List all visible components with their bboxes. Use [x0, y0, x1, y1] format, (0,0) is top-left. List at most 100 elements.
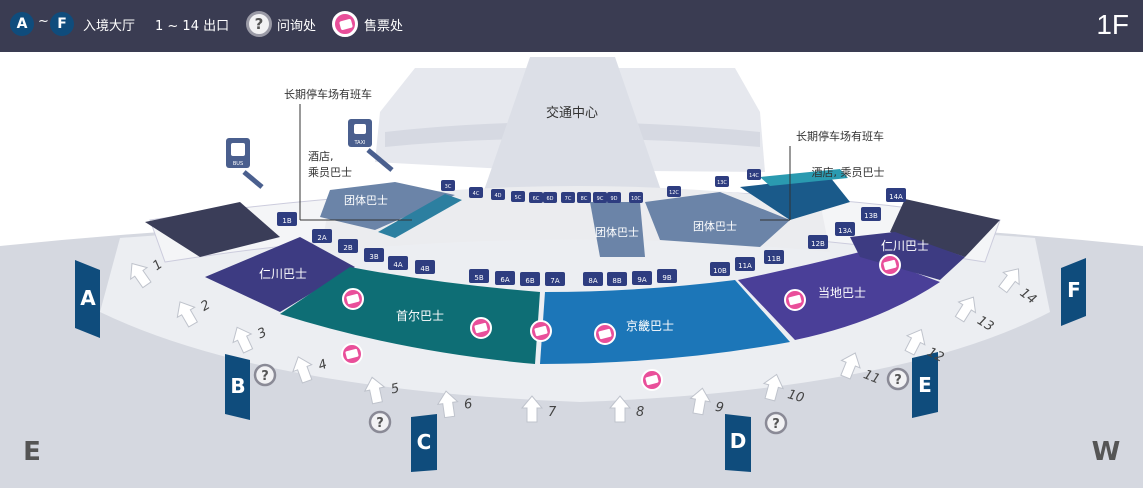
exit-number: 12 — [925, 345, 947, 366]
stop-13B: 13B — [861, 207, 881, 221]
group-bus-center-label: 团体巴士 — [595, 225, 639, 239]
stop-10C: 10C — [629, 192, 643, 203]
long-term-lane-right — [760, 169, 848, 186]
stop-6C: 6C — [529, 192, 543, 203]
exit-number: 13 — [974, 313, 996, 334]
ticket-office-icon — [594, 323, 616, 345]
arrival-hall-label: 入境大厅 — [83, 19, 136, 34]
group-bus-area-right — [645, 192, 790, 247]
stop-6D: 6D — [543, 192, 557, 203]
svg-text:2B: 2B — [343, 244, 352, 252]
stop-3B: 3B — [364, 248, 384, 262]
ticket-office-icon — [342, 288, 364, 310]
stop-11A: 11A — [735, 257, 755, 271]
exit-number: 5 — [390, 381, 401, 397]
svg-text:B: B — [230, 374, 245, 398]
floor-map-svg: 交通中心 仁川巴士 首尔巴士 京畿巴士 当地巴士 仁川巴士 团体巴士 团体 — [0, 57, 1143, 488]
gate-a: A — [75, 260, 100, 338]
navy-zone-left — [145, 202, 280, 257]
gate-to-badge: F — [50, 12, 74, 36]
exit-number: 6 — [463, 397, 473, 413]
hotel-shuttle-left-line2: 乘员巴士 — [308, 166, 352, 179]
ticket-office-label: 售票处 — [364, 19, 404, 34]
svg-text:8C: 8C — [581, 196, 588, 202]
svg-text:E: E — [918, 373, 932, 397]
svg-text:12C: 12C — [669, 190, 679, 196]
exit-number: 7 — [548, 405, 557, 420]
navy-zone-right — [890, 199, 1000, 257]
exit-13: 13 — [954, 296, 996, 335]
taxi-icon: TAXI — [348, 119, 372, 147]
stop-4D: 4D — [491, 189, 505, 200]
compass-west: W — [1092, 437, 1121, 467]
hotel-lane-right — [740, 177, 850, 220]
exit-number: 8 — [636, 405, 644, 420]
svg-text:6D: 6D — [546, 196, 553, 202]
seoul-bus-zone — [280, 267, 540, 364]
info-desk-icon: ? — [368, 410, 392, 434]
svg-text:13A: 13A — [838, 227, 852, 235]
svg-text:9C: 9C — [597, 196, 604, 202]
svg-text:?: ? — [261, 369, 269, 384]
ticket-office-icon — [341, 343, 363, 365]
svg-text:9D: 9D — [610, 196, 617, 202]
exit-11: 11 — [840, 352, 882, 387]
exit-8: 8 — [608, 395, 644, 423]
ticket-office-icon — [784, 289, 806, 311]
hotel-shuttle-right-label: 酒店, 乘员巴士 — [812, 165, 885, 179]
stop-7C: 7C — [561, 192, 575, 203]
local-bus-label: 当地巴士 — [818, 286, 866, 300]
stop-8B: 8B — [607, 272, 627, 286]
gate-c: C — [411, 414, 437, 472]
stop-9D: 9D — [607, 192, 621, 203]
svg-text:F: F — [1067, 278, 1081, 302]
svg-text:TAXI: TAXI — [354, 140, 366, 146]
svg-text:3C: 3C — [445, 184, 452, 190]
stop-4C: 4C — [469, 187, 483, 198]
group-bus-left-label: 团体巴士 — [344, 193, 388, 207]
gate-b: B — [225, 354, 250, 420]
exit-5: 5 — [363, 376, 401, 405]
svg-text:1B: 1B — [282, 217, 291, 225]
group-bus-area-left — [320, 182, 455, 230]
stop-6A: 6A — [495, 271, 515, 285]
ticket-office-icon — [530, 320, 552, 342]
gate-d: D — [725, 414, 751, 472]
svg-text:5B: 5B — [474, 274, 483, 282]
compass-east: E — [23, 437, 41, 467]
gate-range-separator: ~ — [38, 14, 49, 29]
svg-text:3B: 3B — [369, 253, 378, 261]
svg-text:A: A — [80, 286, 96, 310]
svg-text:8B: 8B — [612, 277, 621, 285]
svg-text:6A: 6A — [500, 276, 509, 284]
info-desk-icon: ? — [253, 363, 277, 387]
ticket-office-icon — [332, 11, 358, 37]
stop-9A: 9A — [632, 271, 652, 285]
exit-4: 4 — [292, 356, 329, 384]
svg-text:C: C — [417, 430, 432, 454]
stop-4A: 4A — [388, 256, 408, 270]
group-bus-area-center — [590, 202, 645, 257]
stop-1B: 1B — [277, 212, 297, 226]
exit-number: 9 — [714, 400, 725, 416]
floor-indicator: 1F — [1096, 9, 1129, 40]
svg-text:4D: 4D — [494, 193, 501, 199]
gyeonggi-bus-label: 京畿巴士 — [626, 319, 674, 333]
svg-text:7C: 7C — [565, 196, 572, 202]
svg-text:9B: 9B — [662, 274, 671, 282]
exit-6: 6 — [436, 390, 473, 419]
stop-6B: 6B — [520, 272, 540, 286]
svg-text:5C: 5C — [515, 195, 522, 201]
exit-range-label: 1 ~ 14 出口 — [155, 19, 230, 34]
stop-13C: 13C — [715, 176, 729, 187]
svg-text:4C: 4C — [473, 191, 480, 197]
ticket-office-icon — [470, 317, 492, 339]
gate-f: F — [1061, 258, 1086, 326]
stop-14A: 14A — [886, 188, 906, 202]
stop-12B: 12B — [808, 235, 828, 249]
svg-text:?: ? — [772, 417, 780, 432]
ticket-office-icon — [641, 369, 663, 391]
